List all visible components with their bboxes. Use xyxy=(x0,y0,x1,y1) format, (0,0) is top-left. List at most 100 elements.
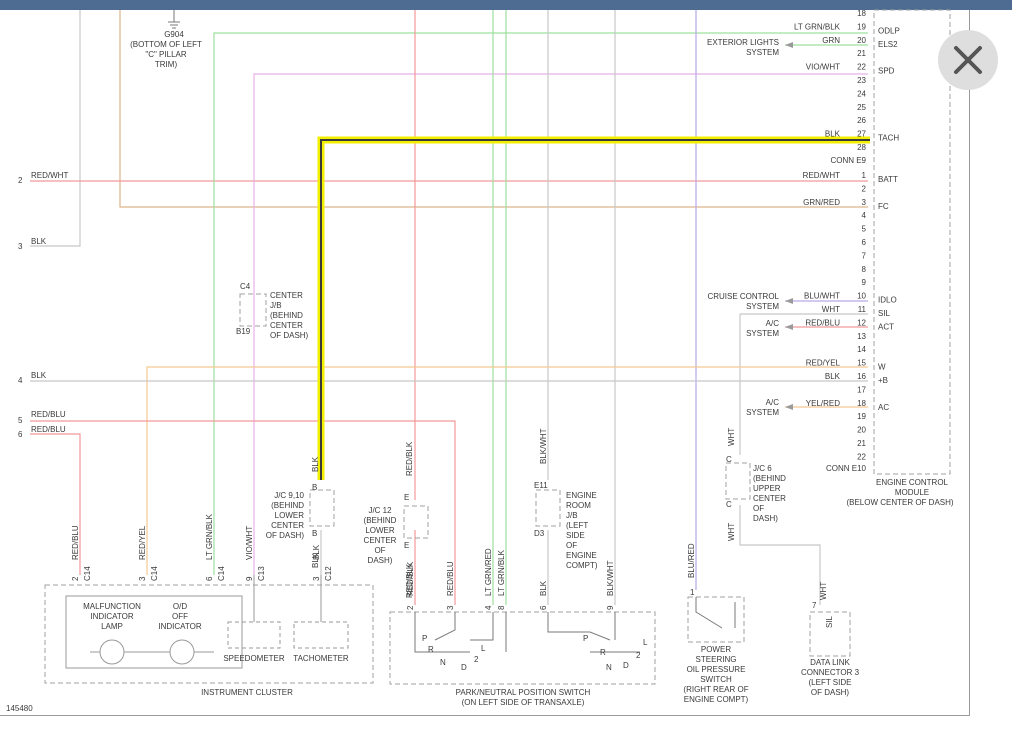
svg-text:DATA LINK: DATA LINK xyxy=(810,658,850,667)
erjb-desc: ENGINE ROOM J/B (LEFT SIDE OF ENGINE COM… xyxy=(566,491,598,570)
pnp-labels: P R N D L 2 P R N D L 2 PARK/NEUTRAL POS… xyxy=(422,634,648,707)
jc910-bottom: B xyxy=(312,529,317,538)
svg-text:(BEHIND: (BEHIND xyxy=(364,516,397,525)
wire-vio-wht-spd xyxy=(253,73,868,575)
ecm-e10-wire-10: BLU/WHT xyxy=(804,292,840,301)
ecm-e10-pin-8: 8 xyxy=(862,265,867,274)
ps-pin: 1 xyxy=(690,588,695,597)
svg-text:DASH): DASH) xyxy=(368,556,393,565)
jc6-wire-bottom: WHT xyxy=(727,523,736,541)
left-ref-wire-5: RED/BLU xyxy=(31,410,66,419)
ecm-e10-pin-10: 10 xyxy=(857,292,866,301)
ecm-e9-pin-20: 20 xyxy=(857,36,866,45)
ps-switch-box xyxy=(687,596,745,643)
svg-text:(LEFT SIDE: (LEFT SIDE xyxy=(809,678,852,687)
mil-line-1: MALFUNCTION xyxy=(83,602,141,611)
figure-id: 145480 xyxy=(6,704,33,713)
jc910-top: B xyxy=(312,483,317,492)
od-line-1: O/D xyxy=(173,602,187,611)
ecm-e10-pin-7: 7 xyxy=(862,251,867,260)
cluster-title: INSTRUMENT CLUSTER xyxy=(201,688,293,697)
ecm-e10-pin-18: 18 xyxy=(857,399,866,408)
close-button[interactable] xyxy=(938,30,998,90)
jc12-wire-bottom: RED/BLK xyxy=(405,563,414,598)
od-line-2: OFF xyxy=(172,612,188,621)
ecm-e10-func-3: FC xyxy=(878,202,889,211)
svg-text:OF DASH): OF DASH) xyxy=(811,688,850,697)
close-icon xyxy=(954,46,982,74)
ecm-e10-pin-22: 22 xyxy=(857,452,866,461)
left-ref-num-3: 3 xyxy=(18,242,23,251)
ecm-e10-pin-5: 5 xyxy=(862,225,867,234)
ecm-e10-pin-11: 11 xyxy=(858,305,867,314)
left-ref-wire-4: BLK xyxy=(31,371,47,380)
ecm-e10-func-11: SIL xyxy=(878,309,891,318)
cluster-pin-1: 3 xyxy=(138,576,147,581)
svg-text:(LEFT: (LEFT xyxy=(566,521,588,530)
svg-text:N: N xyxy=(440,658,446,667)
ecm-e9-pin-25: 25 xyxy=(857,103,866,112)
cluster-wire-3: VIO/WHT xyxy=(245,526,254,560)
pnp-internals xyxy=(414,612,640,653)
ecm-e9-pin-23: 23 xyxy=(857,76,866,85)
jc6-top: C xyxy=(726,455,732,464)
cluster-wire-2: LT GRN/BLK xyxy=(205,513,214,560)
pnp-pin-2: 4 xyxy=(484,605,493,610)
ecm-e10-pin-13: 13 xyxy=(857,332,866,341)
jc12-bottom: E xyxy=(404,541,409,550)
ecm-box xyxy=(873,9,951,475)
center-jb-box xyxy=(239,293,267,327)
center-jb-bottom: B19 xyxy=(236,327,251,336)
ecm-e10-pin-20: 20 xyxy=(857,426,866,435)
svg-text:CENTER: CENTER xyxy=(270,291,303,300)
exterior-lights-2: SYSTEM xyxy=(746,48,779,57)
svg-text:L: L xyxy=(481,644,486,653)
conn-e9-label: CONN E9 xyxy=(830,156,866,165)
svg-text:COMPT): COMPT) xyxy=(566,561,598,570)
ecm-e10-pin-4: 4 xyxy=(862,211,867,220)
top-bar xyxy=(0,0,1012,10)
left-ref-wire-6: RED/BLU xyxy=(31,425,66,434)
svg-text:ENGINE: ENGINE xyxy=(566,491,597,500)
wire-red-yel-w xyxy=(146,366,868,575)
pnp-title-1: PARK/NEUTRAL POSITION SWITCH xyxy=(456,688,591,697)
dlc3-desc: DATA LINK CONNECTOR 3 (LEFT SIDE OF DASH… xyxy=(801,658,860,697)
ecm-e9-pin-26: 26 xyxy=(857,116,866,125)
ecm-e10-pin-9: 9 xyxy=(862,278,867,287)
pnp-wire-0: RED/BLK xyxy=(406,561,415,596)
ecm-e10-wire-18: YEL/RED xyxy=(806,399,840,408)
cruise-2: SYSTEM xyxy=(746,302,779,311)
wire-blk-ref3 xyxy=(30,10,81,247)
cluster-conn-3: C13 xyxy=(257,566,266,581)
ecm-e9-pin-21: 21 xyxy=(857,49,866,58)
exterior-lights-1: EXTERIOR LIGHTS xyxy=(707,38,779,47)
left-ref-num-4: 4 xyxy=(18,376,23,385)
cluster-conn-1: C14 xyxy=(150,566,159,581)
cluster-wire-0: RED/BLU xyxy=(71,525,80,560)
ecm-e10-func-16: +B xyxy=(878,376,888,385)
svg-text:SIDE: SIDE xyxy=(566,531,585,540)
svg-text:OF: OF xyxy=(566,541,577,550)
cluster-pin-4: 3 xyxy=(312,576,321,581)
jc6-bottom: C xyxy=(726,500,732,509)
svg-text:OF DASH): OF DASH) xyxy=(266,531,305,540)
ecm-e9-func-19: ODLP xyxy=(878,26,900,35)
ps-desc: POWER STEERING OIL PRESSURE SWITCH (RIGH… xyxy=(683,645,748,704)
pnp-pin-4: 6 xyxy=(539,605,548,610)
wire-wht-sil xyxy=(739,313,868,455)
conn-e10-label: CONN E10 xyxy=(826,464,867,473)
ecm-e10-wire-12: RED/BLU xyxy=(805,318,840,327)
ecm-e10-pin-2: 2 xyxy=(862,184,867,193)
mil-box xyxy=(65,595,243,669)
ecm-e10-wire-1: RED/WHT xyxy=(803,171,840,180)
jc910-wire-bottom: BLK xyxy=(311,552,320,568)
pnp-wire-3: LT GRN/BLK xyxy=(497,549,506,596)
pnp-pin-5: 9 xyxy=(606,605,615,610)
svg-text:LOWER: LOWER xyxy=(275,511,305,520)
center-jb-top: C4 xyxy=(240,282,251,291)
svg-text:ROOM: ROOM xyxy=(566,501,591,510)
wires xyxy=(30,10,868,605)
tachometer-label: TACHOMETER xyxy=(293,654,349,663)
